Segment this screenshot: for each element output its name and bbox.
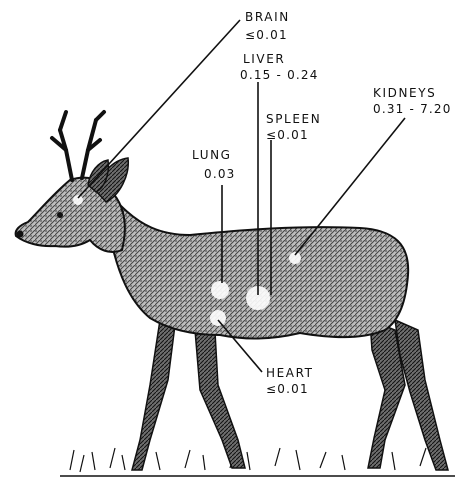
- brain-marker: [73, 195, 83, 205]
- liver-value: 0.15 - 0.24: [240, 68, 319, 82]
- deer-eye: [57, 212, 63, 218]
- heart-label: HEART: [266, 366, 314, 380]
- kidneys-value: 0.31 - 7.20: [373, 102, 452, 116]
- liver-label: LIVER: [243, 52, 285, 66]
- kidneys-label: KIDNEYS: [373, 86, 436, 100]
- heart-value: ≤0.01: [266, 382, 309, 396]
- deer-nose: [17, 231, 24, 238]
- heart-marker: [210, 310, 226, 326]
- lung-marker: [211, 281, 229, 299]
- lung-label: LUNG: [192, 148, 232, 162]
- spleen-label: SPLEEN: [266, 112, 321, 126]
- grass: [60, 446, 455, 476]
- brain-value: ≤0.01: [245, 28, 288, 42]
- brain-label: BRAIN: [245, 10, 290, 24]
- spleen-value: ≤0.01: [266, 128, 309, 142]
- lung-value: 0.03: [204, 167, 236, 181]
- deer-body: [112, 205, 408, 339]
